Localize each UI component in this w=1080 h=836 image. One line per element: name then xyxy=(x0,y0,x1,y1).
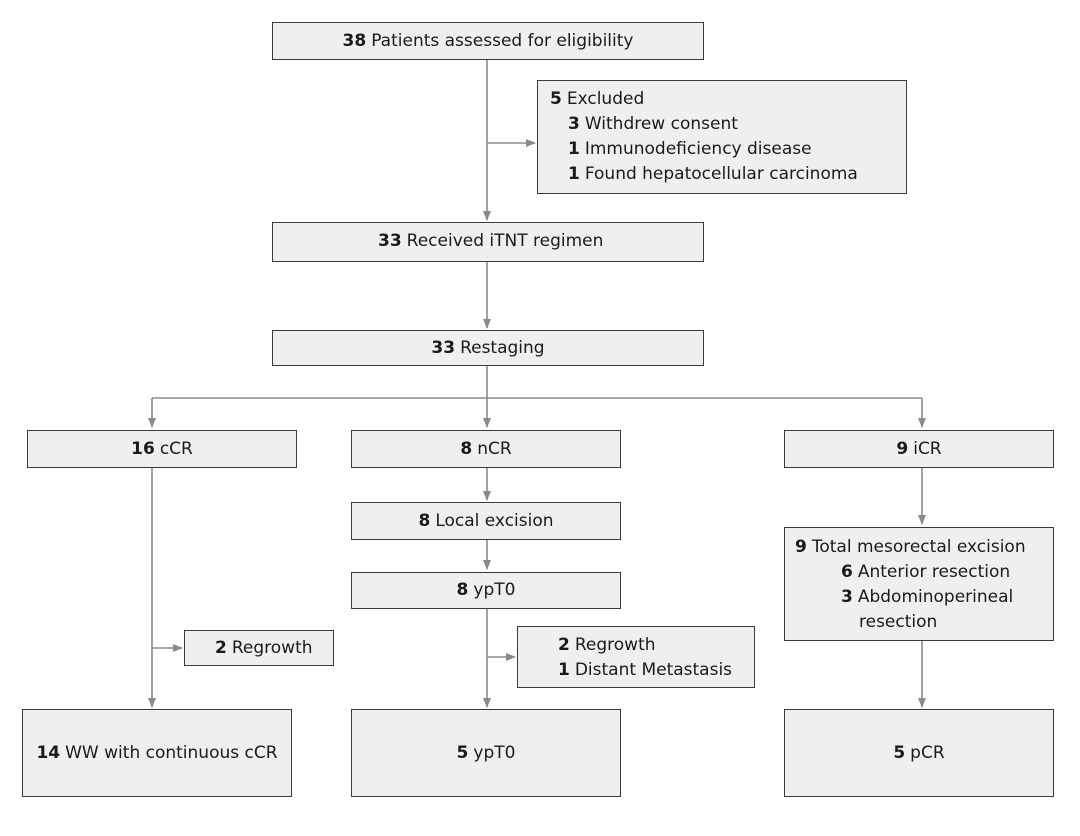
count: 5 xyxy=(550,89,562,109)
count: 16 xyxy=(131,438,155,459)
label: ypT0 xyxy=(473,742,516,763)
count: 8 xyxy=(418,510,431,531)
label: Withdrew consent xyxy=(584,114,738,134)
label: Immunodeficiency disease xyxy=(584,139,812,159)
label: nCR xyxy=(477,438,512,459)
label: Restaging xyxy=(460,337,545,358)
count: 1 xyxy=(568,164,580,184)
label: Distant Metastasis xyxy=(574,660,733,680)
label: cCR xyxy=(159,438,193,459)
label: iCR xyxy=(913,438,942,459)
label: ypT0 xyxy=(473,580,516,600)
count: 6 xyxy=(841,562,853,582)
label: Regrowth xyxy=(574,635,656,655)
count: 5 xyxy=(893,742,906,763)
count: 1 xyxy=(558,660,570,680)
count: 2 xyxy=(215,638,227,658)
label: Abdominoperineal xyxy=(857,587,1014,607)
count: 38 xyxy=(342,30,367,51)
label: WW with continuous cCR xyxy=(65,742,278,763)
count: 33 xyxy=(431,337,456,358)
label: Found hepatocellular carcinoma xyxy=(584,164,858,184)
label: Total mesorectal excision xyxy=(811,537,1026,557)
count: 14 xyxy=(36,742,61,763)
label: Local excision xyxy=(435,510,554,531)
count: 3 xyxy=(841,587,853,607)
label: pCR xyxy=(910,742,945,763)
label-continuation: resection xyxy=(859,612,938,632)
label: Received iTNT regimen xyxy=(406,231,604,251)
count: 33 xyxy=(378,231,402,251)
count: 8 xyxy=(460,438,473,459)
label: Excluded xyxy=(566,89,645,109)
label: Anterior resection xyxy=(857,562,1011,582)
count: 8 xyxy=(456,580,469,600)
count: 3 xyxy=(568,114,580,134)
count: 5 xyxy=(456,742,469,763)
count: 1 xyxy=(568,139,580,159)
count: 9 xyxy=(896,438,909,459)
label: Regrowth xyxy=(231,638,313,658)
label: Patients assessed for eligibility xyxy=(371,30,634,51)
count: 9 xyxy=(795,537,807,557)
count: 2 xyxy=(558,635,570,655)
